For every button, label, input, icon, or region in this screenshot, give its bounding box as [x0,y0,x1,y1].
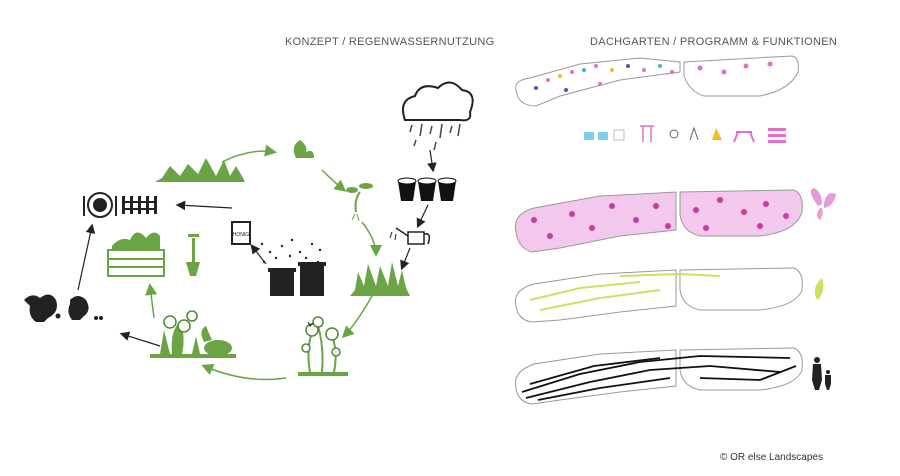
chickens-icon [24,294,103,322]
concept-heading: KONZEPT / REGENWASSERNUTZUNG [285,36,495,48]
rooftop-heading: DACHGARTEN / PROGRAMM & FUNKTIONEN [590,36,838,48]
shovel-icon [186,234,200,276]
watering-can-icon [389,227,431,245]
family-icon [812,357,831,390]
honey-jar-label: HONIG [233,232,250,238]
flowers-icon [298,316,348,376]
roof-plan-vegetation [514,267,803,323]
sprout-icon [346,183,373,222]
credit-text: © OR else Landscapes [720,452,823,463]
vegetables-icon [150,310,236,358]
plant-icon [293,140,314,158]
grass-icon [155,158,245,182]
plant-icon [350,262,410,296]
crate-icon [107,232,165,277]
program-dots [534,61,773,92]
program-icons [584,125,786,143]
leaf-icon [814,278,824,300]
beehive-icon [268,262,326,296]
plate-icon [83,192,117,218]
roof-plan-planting [514,189,803,253]
honey-jar-icon: HONIG [231,221,251,245]
buckets-icon [397,177,457,201]
roof-plan-program [515,55,799,107]
bees-icon [260,238,322,264]
rain-cloud-icon [402,81,474,151]
butterfly-icon [810,188,836,220]
roof-plan-paths [514,347,803,405]
fence-icon [122,196,157,214]
